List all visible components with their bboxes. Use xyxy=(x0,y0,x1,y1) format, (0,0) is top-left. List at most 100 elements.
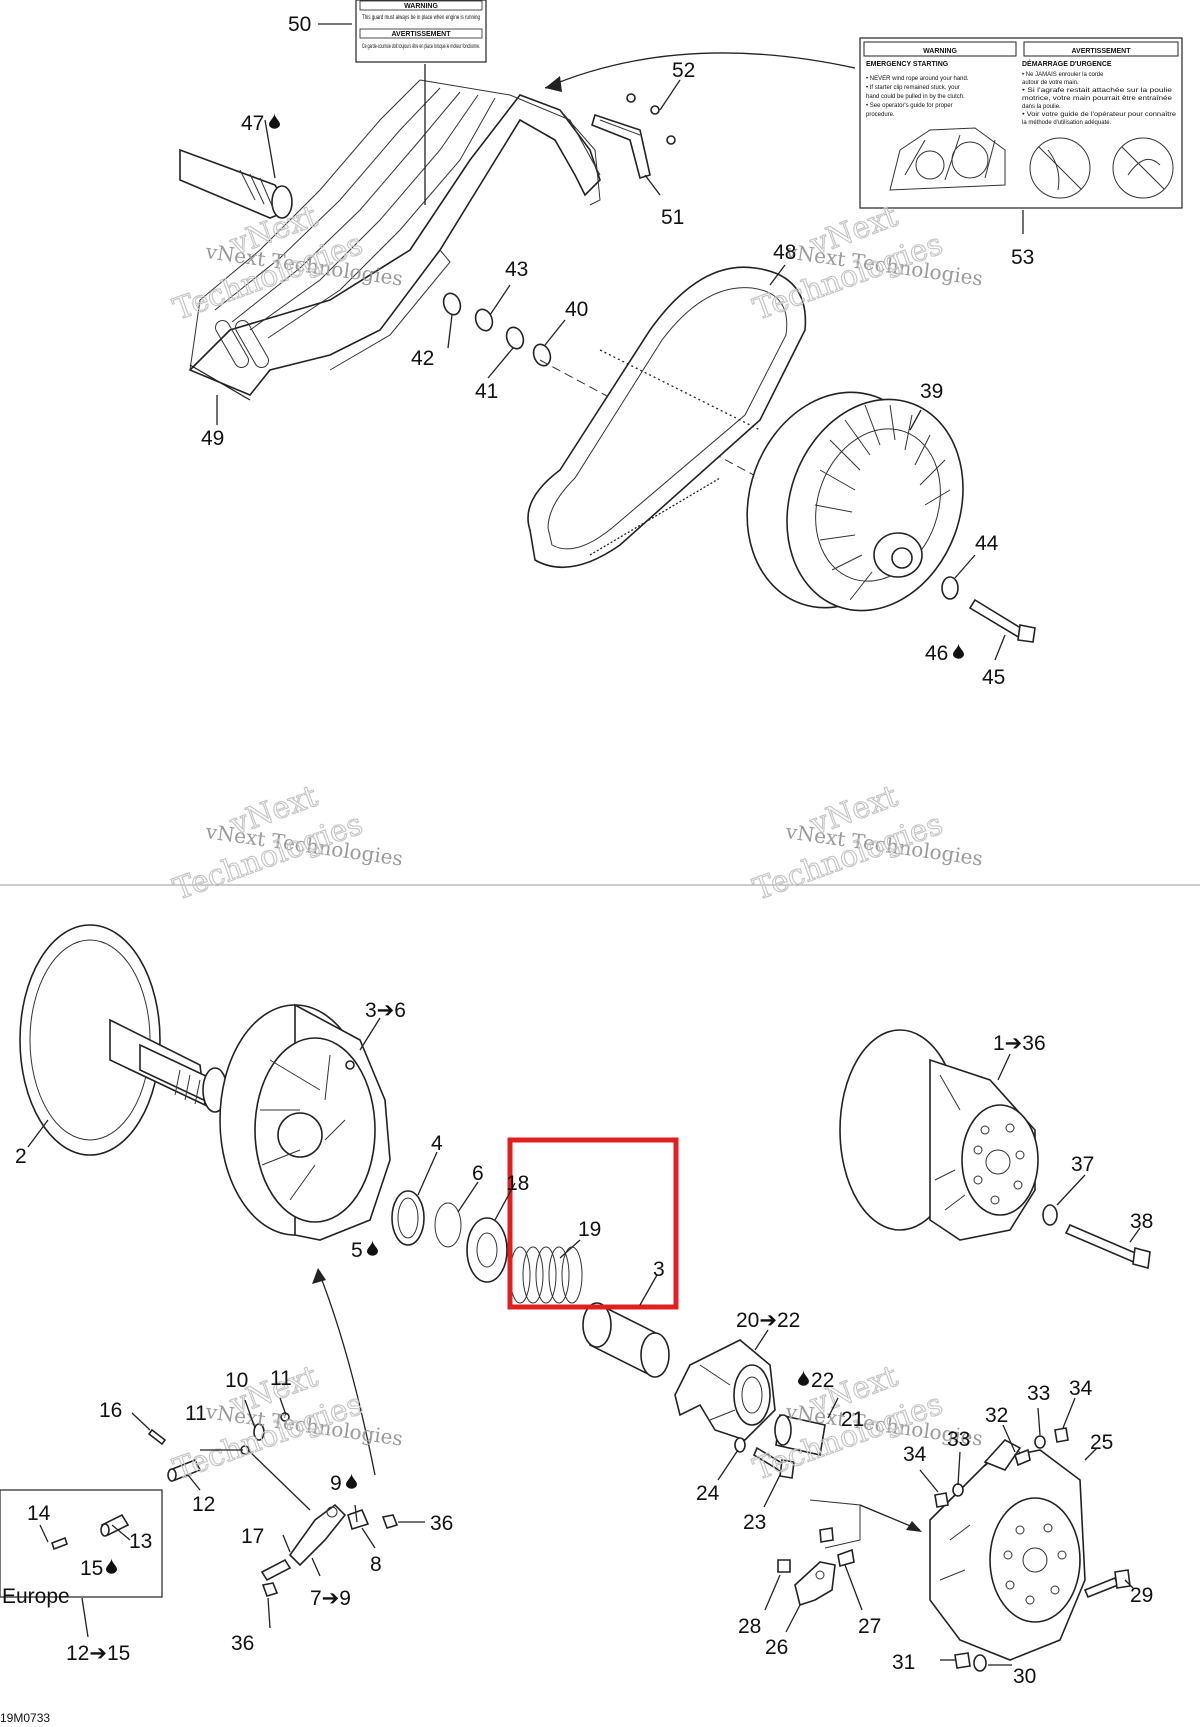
callout-38: 38 xyxy=(1130,1210,1153,1233)
bushing-12 xyxy=(167,1458,202,1482)
callouts: 50 52 47 51 53 48 43 40 42 41 49 39 44 4… xyxy=(15,13,1153,1688)
callout-30: 30 xyxy=(1013,1665,1036,1688)
callout-28: 28 xyxy=(738,1615,761,1638)
decal-warning-line: • See operator's guide for proper xyxy=(866,103,953,109)
no-rope-symbol xyxy=(1029,137,1091,199)
callout-10: 10 xyxy=(225,1369,248,1392)
assembled-drive-pulley xyxy=(839,1029,1039,1241)
screw-23 xyxy=(752,1446,795,1479)
arrow-to-decal xyxy=(544,52,856,89)
decal-avert-title: AVERTISSEMENT xyxy=(1072,48,1132,55)
guard-label-text-en: This guard must always be in place when … xyxy=(362,15,480,21)
decal-avert-sub: DÉMARRAGE D'URGENCE xyxy=(1022,59,1112,68)
guard-warning-label: WARNING This guard must always be in pla… xyxy=(355,0,487,63)
watermark-3: vNext Technologies Technologies vNext xyxy=(168,778,404,908)
highlight-box xyxy=(507,1137,679,1310)
callout-3-6: 3➔6 xyxy=(365,999,406,1022)
movable-sheave-3 xyxy=(219,1003,391,1241)
grease-icon xyxy=(367,1240,378,1256)
grease-icon xyxy=(269,113,280,129)
hand-symbol xyxy=(1112,137,1174,199)
roller-8 xyxy=(347,1508,370,1531)
callout-26: 26 xyxy=(765,1636,788,1659)
callout-36-b: 36 xyxy=(231,1632,254,1655)
guard-label-text-fr: Ce garde-courroie doit toujours être en … xyxy=(362,44,480,50)
decal-warning-line: procedure. xyxy=(866,112,895,118)
callout-17: 17 xyxy=(241,1525,264,1548)
callout-53: 53 xyxy=(1011,246,1034,269)
callout-4: 4 xyxy=(431,1132,443,1155)
callout-19: 19 xyxy=(578,1218,601,1241)
decal-warning-line: • NEVER wind rope around your hand. xyxy=(866,76,969,82)
callout-31: 31 xyxy=(892,1651,915,1674)
callout-50: 50 xyxy=(288,13,311,36)
callout-14: 14 xyxy=(27,1502,51,1525)
callout-3: 3 xyxy=(653,1258,665,1281)
callout-36-a: 36 xyxy=(430,1512,453,1535)
callout-13: 13 xyxy=(129,1530,152,1553)
lever-7-9 xyxy=(288,1503,347,1567)
bolt-45 xyxy=(968,598,1036,643)
spring-19 xyxy=(509,1246,583,1304)
spacer-4 xyxy=(391,1190,425,1246)
washer-18 xyxy=(466,1217,508,1283)
europe-box: Europe xyxy=(0,1489,163,1608)
pin-17 xyxy=(260,1558,292,1582)
europe-label: Europe xyxy=(2,1585,70,1608)
shaft-47 xyxy=(179,148,293,219)
washer-37 xyxy=(1042,1204,1058,1226)
callout-11-a: 11 xyxy=(270,1367,292,1390)
watermark-4: vNext Technologies Technologies vNext xyxy=(748,778,984,908)
callout-18: 18 xyxy=(506,1172,529,1195)
pin-16 xyxy=(147,1428,167,1446)
decal-avert-line: la méthode d'utilisation adéquate. xyxy=(1022,120,1112,126)
circlip-6 xyxy=(434,1202,462,1248)
callout-22: 22 xyxy=(811,1369,834,1392)
callout-12: 12 xyxy=(192,1493,215,1516)
leader-lines xyxy=(27,23,1141,1666)
callout-34-a: 34 xyxy=(1069,1377,1093,1400)
nut-36b xyxy=(261,1582,279,1597)
washer-24 xyxy=(734,1437,746,1453)
callout-25: 25 xyxy=(1090,1431,1113,1454)
callout-51: 51 xyxy=(661,206,684,229)
callout-23: 23 xyxy=(743,1511,766,1534)
decal-warning-line: • If starter clip remained stuck, your xyxy=(866,85,960,91)
arrow-to-sheave xyxy=(317,1269,376,1476)
bushing-21 xyxy=(774,1414,826,1456)
callout-16: 16 xyxy=(99,1399,122,1422)
callout-40: 40 xyxy=(565,298,588,321)
nut-30-31 xyxy=(954,1652,987,1672)
callout-34-b: 34 xyxy=(903,1443,927,1466)
driven-pulley xyxy=(746,391,964,612)
callout-45: 45 xyxy=(982,666,1005,689)
callout-21: 21 xyxy=(841,1408,864,1431)
housing-25 xyxy=(929,1439,1086,1661)
callout-1-36: 1➔36 xyxy=(993,1032,1046,1055)
belt-guard xyxy=(188,79,601,401)
screw-29 xyxy=(1083,1569,1131,1599)
callout-47: 47 xyxy=(241,112,264,135)
grease-icon xyxy=(346,1473,357,1489)
grease-icon xyxy=(798,1370,809,1386)
guard-label-title-en: WARNING xyxy=(404,3,438,10)
callout-33-a: 33 xyxy=(1027,1382,1050,1405)
callout-12-15: 12➔15 xyxy=(66,1642,130,1665)
bracket-leader xyxy=(809,1499,861,1549)
engine-sketch xyxy=(889,127,1006,191)
drive-belt xyxy=(527,266,807,568)
callout-15: 15 xyxy=(80,1557,103,1580)
callout-27: 27 xyxy=(858,1615,881,1638)
callout-29: 29 xyxy=(1130,1584,1153,1607)
callout-7-9: 7➔9 xyxy=(310,1587,351,1610)
callout-46: 46 xyxy=(925,642,948,665)
decal-avert-line: • Voir votre guide de l'opérateur pour c… xyxy=(1022,112,1177,118)
bracket-51 xyxy=(591,93,676,180)
callout-2: 2 xyxy=(15,1145,27,1168)
decal-avert-line: motrice, votre main pourrait être entraî… xyxy=(1022,96,1173,102)
lever-bracket-26 xyxy=(777,1527,855,1607)
callout-32: 32 xyxy=(985,1404,1008,1427)
bolt-38 xyxy=(1064,1223,1151,1270)
nut-36a xyxy=(381,1514,399,1529)
guard-label-title-fr: AVERTISSEMENT xyxy=(392,31,452,38)
